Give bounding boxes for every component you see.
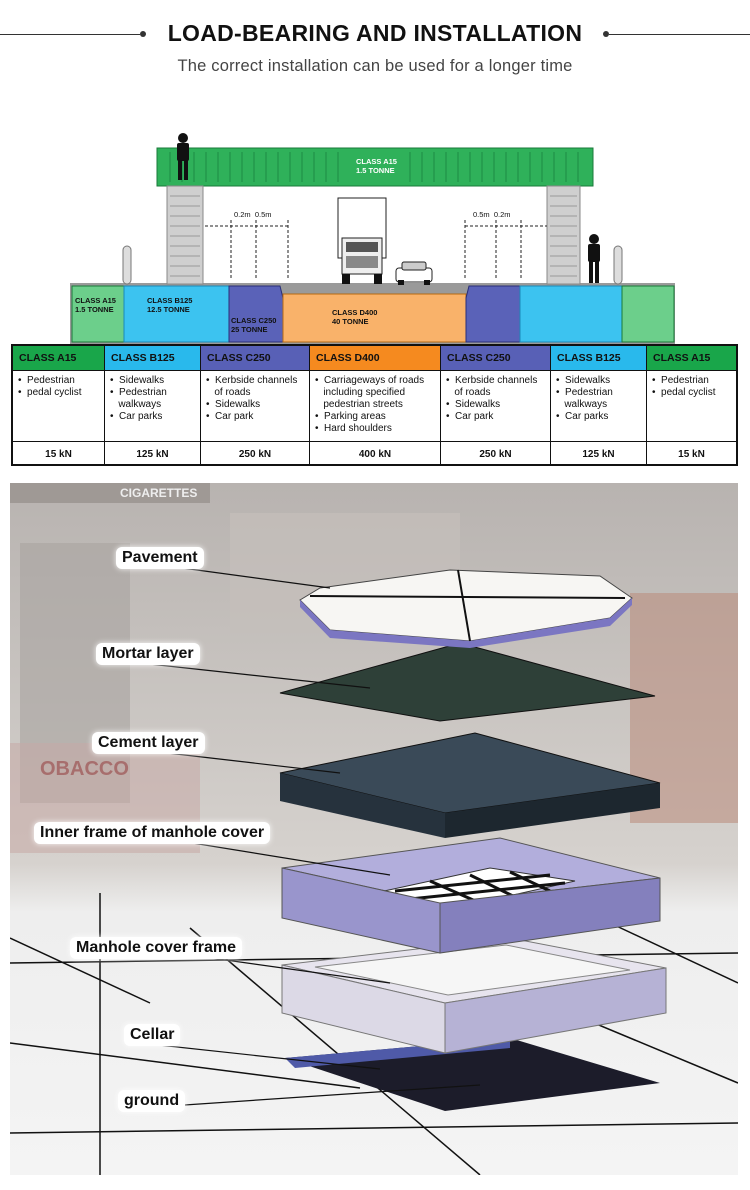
zone-a15-right — [621, 285, 675, 343]
column-load: 15 kN — [678, 449, 705, 460]
stair-steps — [170, 195, 577, 277]
column-items: • Sidewalks• Pedestrian walkways• Car pa… — [551, 371, 646, 442]
page-subtitle: The correct installation can be used for… — [177, 57, 573, 75]
column-items: • Pedestrian• pedal cyclist — [13, 371, 104, 442]
column-load: 250 kN — [238, 449, 272, 460]
column-load: 15 kN — [45, 449, 72, 460]
header-rule-right — [609, 34, 750, 35]
load-class-table: CLASS A15 • Pedestrian• pedal cyclist 15… — [11, 344, 738, 466]
zone-a15-left — [71, 285, 125, 343]
cement-layer-label: Cement layer — [92, 732, 205, 754]
dim-label-right: 0.5m 0.2m — [473, 210, 511, 219]
bollard-icon — [122, 245, 623, 285]
zone-b125-right — [519, 285, 623, 343]
table-column: CLASS B125 • Sidewalks• Pedestrian walkw… — [105, 346, 201, 464]
installation-illustration: CIGARETTES OBACCO — [10, 483, 738, 1175]
header-rule-left — [0, 34, 140, 35]
cement-layer-front — [280, 773, 445, 838]
page-header: LOAD-BEARING AND INSTALLATION The correc… — [0, 0, 750, 90]
column-items: • Kerbside channels of roads • Sidewalks… — [441, 371, 550, 442]
inner-frame-side — [439, 877, 661, 954]
manhole-frame-label: Manhole cover frame — [70, 937, 243, 959]
table-column: CLASS A15 • Pedestrian• pedal cyclist 15… — [647, 346, 736, 464]
column-items: • Pedestrian• pedal cyclist — [647, 371, 736, 442]
person-on-bridge-icon — [177, 133, 189, 180]
installation-exploded-view: CIGARETTES OBACCO — [10, 483, 738, 1175]
column-header: CLASS C250 — [441, 346, 550, 371]
mortar-layer-label: Mortar layer — [96, 643, 200, 665]
inner-frame-label: Inner frame of manhole cover — [34, 822, 271, 844]
column-header: CLASS C250 — [201, 346, 309, 371]
zone-d400 — [282, 293, 467, 343]
grate-bars — [394, 870, 566, 905]
tobacco-sign-text: OBACCO — [40, 758, 129, 780]
column-header: CLASS B125 — [105, 346, 200, 371]
pavement-label: Pavement — [116, 547, 204, 569]
dimension-lines — [205, 220, 547, 280]
left-stair-tower — [166, 185, 204, 285]
truck-icon — [337, 197, 387, 284]
zone-c250-right — [465, 285, 521, 343]
header-dot-right — [603, 31, 609, 37]
column-load: 125 kN — [136, 449, 169, 460]
cross-section-svg — [70, 133, 675, 345]
table-column: CLASS B125 • Sidewalks• Pedestrian walkw… — [551, 346, 647, 464]
cigarettes-sign-text: CIGARETTES — [120, 486, 197, 500]
table-column: CLASS A15 • Pedestrian• pedal cyclist 15… — [13, 346, 105, 464]
column-items: • Kerbside channels of roads • Sidewalks… — [201, 371, 309, 442]
ground-label: ground — [118, 1090, 186, 1112]
right-stair-tower — [546, 185, 581, 285]
column-load: 400 kN — [358, 449, 392, 460]
page-title: LOAD-BEARING AND INSTALLATION — [167, 20, 583, 46]
table-column: CLASS C250 • Kerbside channels of roads … — [201, 346, 310, 464]
cellar-label: Cellar — [124, 1024, 181, 1046]
manhole-frame-side — [444, 967, 667, 1054]
dim-label-left: 0.2m 0.5m — [234, 210, 272, 219]
column-header: CLASS A15 — [647, 346, 736, 371]
mortar-layer — [279, 642, 656, 722]
pavement-joints — [309, 569, 626, 642]
storefront-sign — [10, 483, 210, 503]
header-dot-left — [140, 31, 146, 37]
column-load: 250 kN — [479, 449, 512, 460]
column-header: CLASS B125 — [551, 346, 646, 371]
pavement-edge — [300, 598, 632, 648]
person-on-sidewalk-icon — [588, 234, 600, 283]
column-load: 125 kN — [582, 449, 615, 460]
table-column: CLASS D400 • Carriageways of roads inclu… — [310, 346, 441, 464]
column-items: • Carriageways of roads including specif… — [310, 371, 440, 442]
cement-layer-side — [445, 783, 660, 838]
column-header: CLASS A15 — [13, 346, 104, 371]
table-column: CLASS C250 • Kerbside channels of roads … — [441, 346, 551, 464]
column-header: CLASS D400 — [310, 346, 440, 371]
zone-b125-left — [123, 285, 230, 343]
car-icon — [395, 261, 433, 285]
column-items: • Sidewalks• Pedestrian walkways• Car pa… — [105, 371, 200, 442]
